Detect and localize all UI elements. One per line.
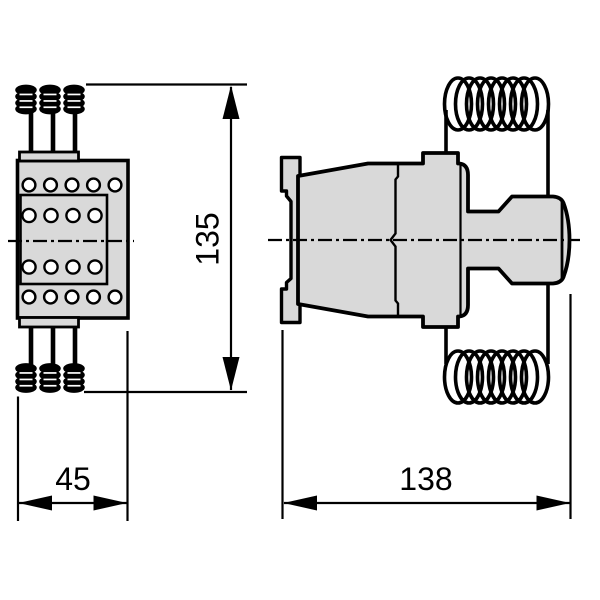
- arrowhead-down-icon: [222, 357, 240, 391]
- arrowhead-left-icon: [18, 495, 52, 511]
- spring-coil-top: [442, 76, 551, 197]
- arrowhead-right-icon: [536, 495, 570, 511]
- terminal-hole: [65, 259, 81, 275]
- side-view: [268, 76, 580, 405]
- terminal-hole: [43, 207, 59, 224]
- dimension-label-front-width: 45: [55, 461, 91, 497]
- front-bottom-strip: [18, 316, 80, 329]
- spring-coil-bottom: [442, 283, 551, 405]
- dimension-height: 135: [84, 83, 247, 394]
- coil-terminal-icon: [39, 363, 61, 393]
- front-coil-terminals-bottom: [15, 363, 85, 393]
- terminal-hole: [21, 177, 37, 193]
- terminal-hole: [42, 289, 59, 305]
- terminal-hole: [21, 259, 37, 275]
- coil-terminal-icon: [63, 84, 85, 115]
- mounting-bracket: [279, 155, 302, 325]
- arrowhead-left-icon: [283, 495, 317, 511]
- terminal-hole: [85, 289, 102, 305]
- dimension-side-depth: 138: [281, 294, 572, 519]
- body-division-line: [388, 165, 400, 315]
- terminal-hole: [21, 207, 37, 224]
- terminal-hole: [107, 289, 123, 305]
- terminal-hole: [85, 177, 102, 193]
- terminal-hole: [87, 207, 103, 224]
- terminal-hole: [107, 177, 123, 193]
- front-terminal-wires-bottom: [28, 326, 78, 368]
- dimension-front-width: 45: [16, 331, 129, 521]
- dimension-label-height: 135: [190, 212, 226, 265]
- front-terminal-holes: [21, 177, 123, 305]
- terminal-hole: [65, 207, 81, 224]
- coil-terminal-icon: [39, 84, 61, 115]
- terminal-hole: [42, 177, 59, 193]
- terminal-hole: [64, 177, 80, 193]
- front-terminal-wires-top: [28, 111, 78, 153]
- arrowhead-up-icon: [222, 85, 240, 119]
- front-coil-terminals-top: [15, 84, 85, 115]
- terminal-hole: [43, 259, 59, 275]
- dimension-label-side-depth: 138: [399, 461, 452, 497]
- terminal-hole: [21, 289, 37, 305]
- coil-terminal-icon: [15, 84, 37, 115]
- coil-terminal-icon: [63, 363, 85, 393]
- arrowhead-right-icon: [93, 495, 127, 511]
- coil-terminal-icon: [15, 363, 37, 393]
- front-view: [8, 84, 134, 393]
- terminal-hole: [87, 259, 103, 275]
- front-top-strip: [18, 150, 80, 163]
- terminal-hole: [64, 289, 80, 305]
